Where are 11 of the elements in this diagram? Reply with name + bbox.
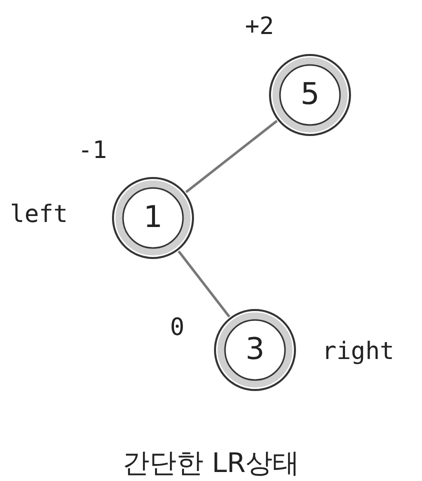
tree-node-circle: 1 xyxy=(111,176,195,260)
caption: 간단한 LR상태 xyxy=(121,447,301,481)
node-annotation: -1 xyxy=(78,136,107,164)
node-annotation: +2 xyxy=(245,12,274,40)
node-annotation: right xyxy=(322,337,394,365)
tree-node-circle: 3 xyxy=(213,308,297,392)
connector-line xyxy=(178,250,230,318)
tree-node-circle: 5 xyxy=(268,53,352,137)
node-annotation: 0 xyxy=(170,313,184,341)
node-annotation: left xyxy=(10,200,68,228)
connector-line xyxy=(185,120,278,194)
